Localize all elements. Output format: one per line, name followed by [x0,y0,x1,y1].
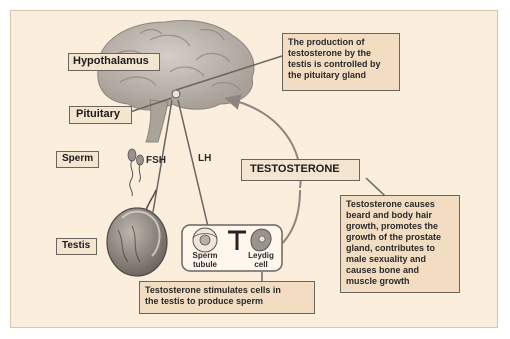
hypothalamus-label: Hypothalamus [68,53,160,71]
sperm-tubule-label: Sperm tubule [188,251,222,269]
leydig-cell-icon [251,229,271,251]
testosterone-effects-line: Testosterone causes [346,199,454,210]
sperm-tubule-label-line1: Sperm [188,251,222,260]
sperm-tubule-label-line2: tubule [188,260,222,269]
testis-illustration [107,190,167,276]
testosterone-effects-line: growth of the prostate [346,232,454,243]
sperm-production-note: Testosterone stimulates cells in the tes… [139,281,315,314]
leydig-cell-label: Leydig cell [244,251,278,269]
testosterone-effects-line: gland, contributes to [346,243,454,254]
testosterone-effects-line: growth, promotes the [346,221,454,232]
pituitary-note: The production of testosterone by the te… [282,33,400,91]
lh-line [178,100,210,235]
lh-label: LH [198,153,211,164]
leydig-cell-label-line2: cell [244,260,278,269]
sperm-production-line: Testosterone stimulates cells in [145,285,309,296]
leydig-cell-label-line1: Leydig [244,251,278,260]
pituitary-note-line: testosterone by the [288,48,394,59]
testis-label: Testis [56,238,97,255]
testosterone-effects-line: causes bone and [346,265,454,276]
testosterone-effects-line: muscle growth [346,276,454,287]
fsh-label: FSH [146,155,166,166]
testosterone-effects-line: male sexuality and [346,254,454,265]
sperm-tubule-icon [193,228,217,252]
testosterone-effects-line: beard and body hair [346,210,454,221]
pituitary-label: Pituitary [69,106,132,124]
sperm-icon [128,149,144,196]
sperm-production-line: the testis to produce sperm [145,296,309,307]
sperm-label: Sperm [56,151,99,168]
testosterone-label: TESTOSTERONE [241,159,360,181]
pituitary-note-line: The production of [288,37,394,48]
pituitary-note-line: testis is controlled by [288,59,394,70]
testosterone-effects-note: Testosterone causes beard and body hair … [340,195,460,293]
pituitary-note-line: the pituitary gland [288,70,394,81]
